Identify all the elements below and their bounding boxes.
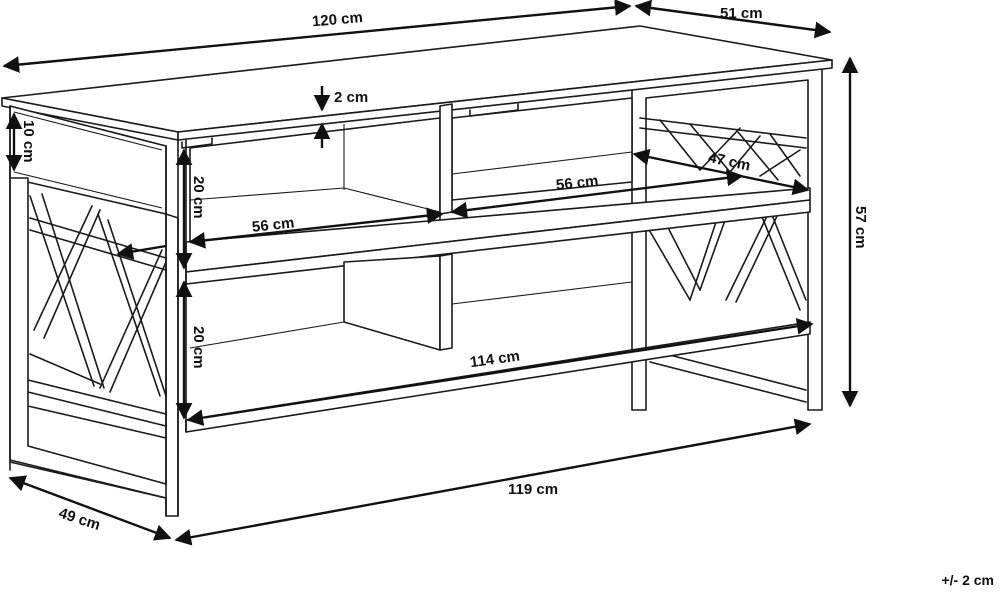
label-upper-shelf-height: 20 cm	[190, 176, 207, 219]
label-drawer-height: 10 cm	[20, 120, 37, 163]
label-base-width: 119 cm	[508, 481, 558, 498]
dim-inner-depth-line	[632, 148, 810, 196]
dim-base-depth-line	[8, 475, 172, 541]
tolerance-note: +/- 2 cm	[941, 572, 994, 588]
shelf-structure	[181, 97, 811, 433]
dim-drawer-depth-arrow	[116, 243, 167, 260]
dim-left-compartment-line	[188, 207, 444, 249]
dimension-lines	[2, 0, 859, 546]
dim-top-depth-line	[634, 0, 832, 39]
dim-top-width-line	[2, 0, 632, 73]
label-lower-shelf-height: 20 cm	[190, 326, 207, 369]
dim-bottom-shelf-line	[186, 317, 814, 427]
label-top-depth: 51 cm	[720, 5, 763, 22]
label-total-height: 57 cm	[852, 206, 869, 249]
label-bottom-shelf: 114 cm	[469, 347, 521, 371]
right-side-frame	[631, 65, 823, 411]
label-right-compartment: 56 cm	[555, 172, 599, 193]
dim-base-width-line	[174, 418, 812, 546]
label-top-width: 120 cm	[311, 9, 363, 30]
dimension-labels: 120 cm 51 cm 57 cm 2 cm 10 cm 20 cm 20 c…	[20, 5, 869, 534]
label-top-thickness: 2 cm	[334, 89, 368, 106]
label-left-compartment: 56 cm	[251, 214, 295, 235]
